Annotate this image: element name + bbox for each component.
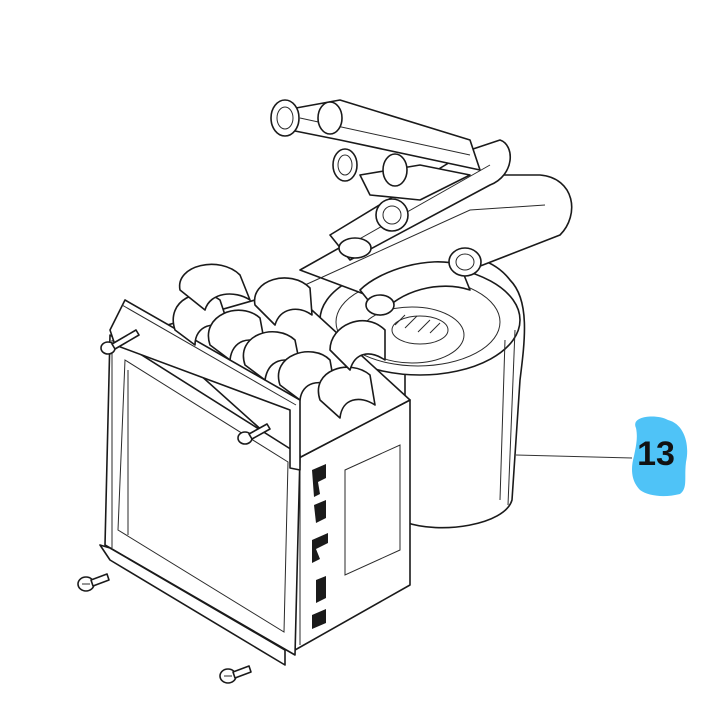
screw-icon — [219, 665, 252, 684]
coolant-pipes — [284, 99, 573, 316]
mounting-brackets — [99, 299, 301, 666]
screw-icon — [100, 329, 140, 355]
callout-badge — [632, 416, 688, 497]
callout-leader-line — [515, 454, 633, 459]
screw-icon — [77, 573, 110, 592]
screw-icon — [237, 423, 271, 445]
hose-clamps — [270, 99, 482, 316]
screws — [77, 329, 271, 684]
u-bend-tubes — [172, 263, 386, 419]
callout-number: 13 — [637, 434, 675, 473]
